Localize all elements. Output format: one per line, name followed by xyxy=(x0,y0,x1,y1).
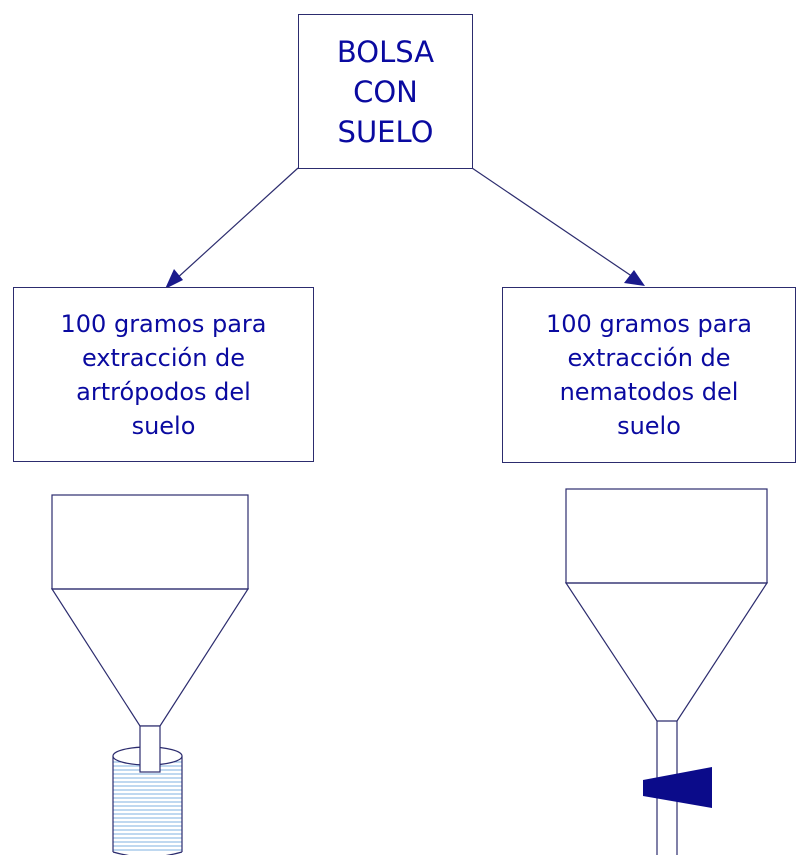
right-box-line: suelo xyxy=(617,412,681,440)
funnel-stem xyxy=(139,725,161,773)
left-box-line: extracción de xyxy=(81,343,246,372)
top-box-line: SUELO xyxy=(337,114,434,149)
left-box-line: artrópodos del xyxy=(76,377,251,406)
funnel-top-container xyxy=(565,488,768,584)
baermann-funnel xyxy=(564,488,769,855)
pinch-clamp xyxy=(643,767,712,808)
right-box-line: 100 gramos para xyxy=(546,310,752,338)
soil-bag-box: BOLSA CON SUELO xyxy=(298,14,473,169)
right-box-line: nematodos del xyxy=(559,378,739,406)
berlese-funnel xyxy=(50,494,250,727)
top-box-line: CON xyxy=(353,74,418,109)
nematode-extraction-box: 100 gramos para extracción de nematodos … xyxy=(502,287,796,463)
right-box-line: extracción de xyxy=(567,344,731,372)
funnel-cone xyxy=(564,582,769,722)
top-box-line: BOLSA xyxy=(336,34,435,69)
arrow-to-right xyxy=(471,167,645,286)
left-box-line: suelo xyxy=(131,411,196,440)
arrow-to-left xyxy=(165,167,299,289)
funnel-top-container xyxy=(51,494,249,590)
left-box-line: 100 gramos para xyxy=(60,309,267,338)
arthropod-extraction-box: 100 gramos para extracción de artrópodos… xyxy=(13,287,314,462)
funnel-cone xyxy=(50,588,250,727)
